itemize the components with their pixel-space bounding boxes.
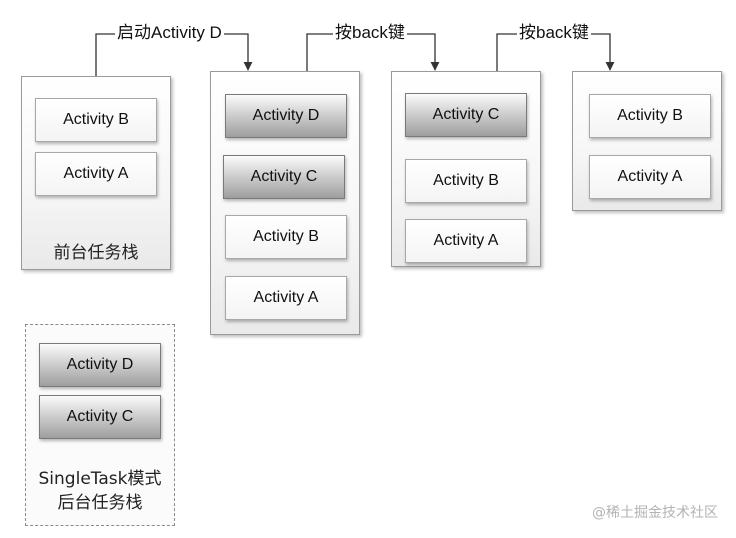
activity-box-moved: Activity C — [39, 395, 161, 439]
activity-box: Activity A — [405, 219, 527, 263]
activity-box: Activity A — [35, 152, 157, 196]
watermark: @稀土掘金技术社区 — [592, 505, 718, 521]
stack-caption-line1: SingleTask模式 — [38, 469, 162, 489]
stack-caption: 前台任务栈 — [53, 243, 139, 263]
task-stack-after-first-back: Activity C Activity B Activity A — [391, 71, 541, 267]
activity-box: Activity B — [225, 215, 347, 259]
transition-label-back-2: 按back键 — [517, 22, 591, 44]
activity-box-moved: Activity C — [405, 93, 527, 137]
stack-caption-line2: 后台任务栈 — [57, 493, 143, 513]
transition-label-launch-d: 启动Activity D — [115, 22, 224, 44]
activity-box-moved: Activity C — [223, 155, 345, 199]
activity-box: Activity B — [405, 159, 527, 203]
activity-box: Activity A — [225, 276, 347, 320]
activity-box: Activity A — [589, 155, 711, 199]
activity-box-moved: Activity D — [39, 343, 161, 387]
activity-box: Activity B — [589, 94, 711, 138]
activity-box: Activity B — [35, 98, 157, 142]
task-stack-after-second-back: Activity B Activity A — [572, 71, 722, 211]
singletask-background-stack: Activity D Activity C SingleTask模式 后台任务栈 — [25, 324, 175, 526]
activity-box-moved: Activity D — [225, 94, 347, 138]
transition-label-back-1: 按back键 — [333, 22, 407, 44]
task-stack-after-launch: Activity D Activity C Activity B Activit… — [210, 71, 360, 335]
foreground-task-stack: Activity B Activity A 前台任务栈 — [21, 76, 171, 270]
